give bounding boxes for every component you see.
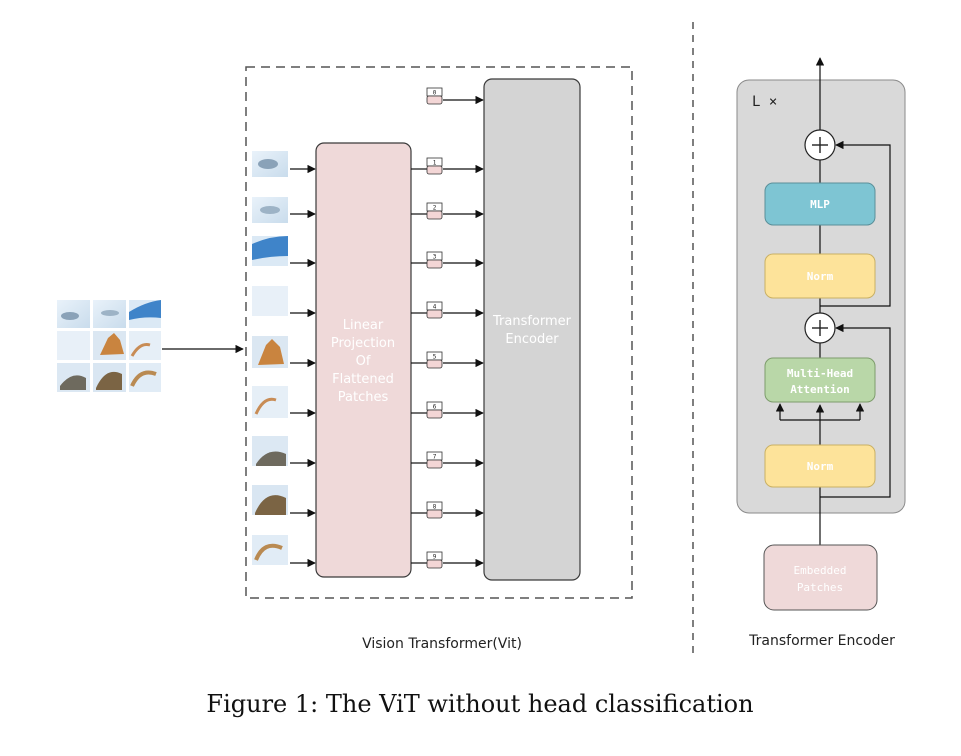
- projection-label-line-1: Linear: [343, 318, 384, 333]
- norm-bottom-label: Norm: [807, 460, 834, 473]
- token-8-number: 8: [433, 504, 437, 511]
- patch-thumb-3: [252, 236, 288, 266]
- norm-block-top: [764, 253, 876, 299]
- vit-caption: Vision Transformer(Vit): [362, 636, 522, 652]
- repeat-label: L ×: [752, 94, 777, 110]
- patch-thumb-5: [252, 336, 288, 368]
- embedded-label-line-2: Patches: [797, 581, 843, 594]
- token-2: 2: [426, 202, 443, 220]
- attention-label-line-2: Attention: [790, 383, 850, 396]
- projection-to-token-lines: [411, 168, 427, 564]
- token-8: 8: [426, 501, 443, 519]
- encoder-label-line-1: Transformer: [492, 314, 572, 329]
- add-circle-top: [804, 129, 836, 161]
- embedded-label-line-1: Embedded: [794, 564, 847, 577]
- token-6: 6: [426, 401, 443, 419]
- projection-label-line-3: Of: [356, 354, 371, 369]
- attention-label-line-1: Multi-Head: [787, 367, 853, 380]
- token-2-number: 2: [433, 205, 437, 212]
- encoder-label-line-2: Encoder: [505, 332, 559, 347]
- image-patch-4: [57, 331, 90, 360]
- encoder-detail-caption: Transformer Encoder: [748, 633, 895, 649]
- patch-thumb-7: [252, 436, 288, 466]
- token-5-number: 5: [433, 354, 437, 361]
- token-7: 7: [426, 451, 443, 469]
- token-3-number: 3: [433, 254, 437, 261]
- embedded-patches-block: [763, 544, 878, 611]
- patch-thumb-8: [252, 485, 288, 515]
- figure-caption: Figure 1: The ViT without head classific…: [206, 690, 753, 718]
- projection-label-line-2: Projection: [331, 336, 395, 351]
- transformer-encoder-block: [483, 78, 581, 581]
- token-1: 1: [426, 157, 443, 175]
- patch-sequence: [252, 151, 288, 565]
- token-3: 3: [426, 251, 443, 269]
- mlp-label: MLP: [810, 198, 830, 211]
- input-image: [57, 300, 161, 392]
- token-5: 5: [426, 351, 443, 369]
- token-9: 9: [426, 551, 443, 569]
- patch-thumb-6: [252, 386, 288, 418]
- token-6-number: 6: [433, 404, 437, 411]
- patch-arrows: [290, 164, 316, 568]
- norm-block-bottom: [764, 444, 876, 488]
- token-4: 4: [426, 301, 443, 319]
- token-0-number: 0: [433, 90, 437, 97]
- vit-container: [245, 66, 633, 599]
- token-0: 0: [426, 87, 443, 105]
- position-tokens: 0 1 2 3 4 5 6: [426, 87, 443, 569]
- linear-projection-block: [315, 142, 412, 578]
- patch-thumb-4: [252, 286, 288, 316]
- image-patch-9: [129, 363, 161, 392]
- token-arrows: [443, 95, 484, 568]
- patch-thumb-2: [252, 197, 288, 223]
- token-1-number: 1: [433, 160, 437, 167]
- token-7-number: 7: [433, 454, 437, 461]
- add-circle-bottom: [804, 312, 836, 344]
- projection-label-line-5: Patches: [338, 390, 389, 405]
- projection-label-line-4: Flattened: [332, 372, 394, 387]
- norm-top-label: Norm: [807, 270, 834, 283]
- mlp-block: [764, 182, 876, 226]
- token-4-number: 4: [433, 304, 437, 311]
- token-9-number: 9: [433, 554, 437, 561]
- patch-thumb-1: [252, 151, 288, 177]
- patch-thumb-9: [252, 535, 288, 565]
- multi-head-attention-block: [764, 357, 876, 403]
